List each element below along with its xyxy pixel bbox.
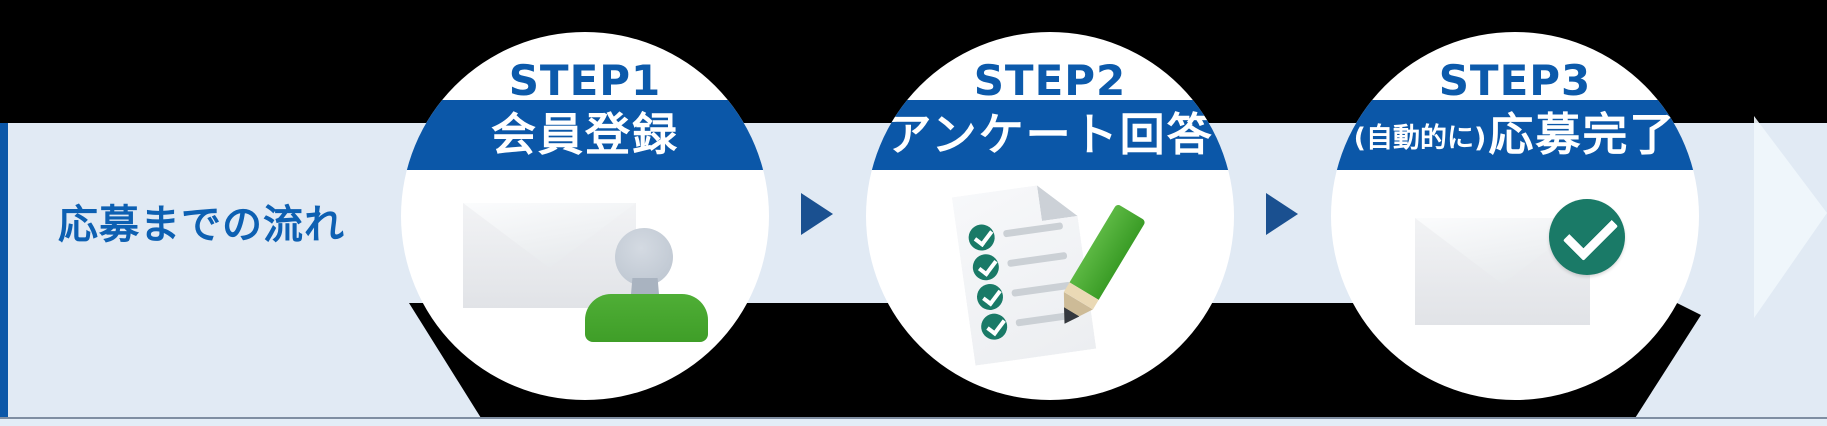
envelope-icon (1415, 218, 1590, 325)
person-body (585, 294, 708, 342)
step2-ribbon: アンケート回答 (866, 100, 1234, 170)
step1-ribbon: 会員登録 (401, 100, 769, 170)
step2-caption: アンケート回答 (886, 108, 1214, 161)
next-step-arrow-icon (1266, 193, 1298, 235)
step3-label: STEP3 (1438, 56, 1592, 105)
next-step-arrow-icon (801, 193, 833, 235)
step2-label: STEP2 (973, 56, 1127, 105)
page-title: 応募までの流れ (58, 202, 345, 248)
survey-line (1007, 252, 1067, 267)
checkmark-icon (975, 282, 1004, 311)
step1-circle: STEP1 会員登録 (401, 32, 769, 400)
step3-ribbon: (自動的に) 応募完了 (1331, 100, 1699, 170)
next-section-edge (0, 417, 1827, 426)
envelope-icon (463, 203, 636, 308)
person-icon (615, 228, 673, 286)
paper-fold (1037, 180, 1078, 221)
step1-caption: 会員登録 (490, 108, 679, 161)
step1-label: STEP1 (508, 56, 662, 105)
checkmark-icon (971, 253, 1000, 282)
left-accent-bar (0, 123, 8, 426)
step3-caption-prefix: (自動的に) (1353, 122, 1487, 154)
survey-line (1003, 222, 1063, 237)
step2-circle: STEP2 アンケート回答 (866, 32, 1234, 400)
checkmark-icon (967, 223, 996, 252)
step3-caption: 応募完了 (1488, 108, 1677, 161)
check-badge-icon (1549, 199, 1625, 275)
checkmark-icon (979, 312, 1008, 341)
envelope-flap (463, 203, 636, 269)
step3-circle: STEP3 (自動的に) 応募完了 (1331, 32, 1699, 400)
